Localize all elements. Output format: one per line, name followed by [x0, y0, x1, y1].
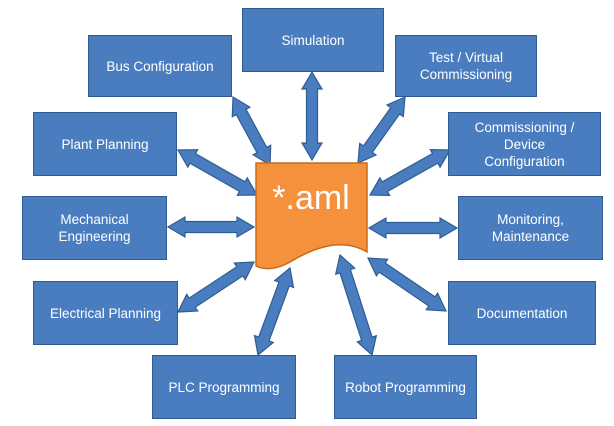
- node-bus-configuration[interactable]: Bus Configuration: [88, 35, 232, 97]
- arrow-monitoring: [367, 216, 459, 240]
- node-electrical-planning[interactable]: Electrical Planning: [33, 281, 178, 345]
- arrow-documentation: [367, 257, 447, 312]
- arrow-simulation: [300, 70, 324, 162]
- node-robot-programming[interactable]: Robot Programming: [334, 355, 477, 419]
- node-test-virtual-commissioning[interactable]: Test / Virtual Commissioning: [395, 35, 537, 97]
- arrow-robot: [334, 253, 378, 357]
- node-plant-planning[interactable]: Plant Planning: [33, 112, 177, 176]
- node-mechanical-engineering[interactable]: Mechanical Engineering: [22, 196, 167, 260]
- node-label: Mechanical Engineering: [58, 212, 131, 244]
- node-simulation[interactable]: Simulation: [242, 8, 384, 72]
- node-commissioning-device-configuration[interactable]: Commissioning / Device Configuration: [448, 112, 601, 176]
- arrow-plc: [253, 266, 295, 357]
- node-label: Electrical Planning: [49, 305, 162, 321]
- node-plc-programming[interactable]: PLC Programming: [152, 355, 296, 419]
- node-label: Test / Virtual Commissioning: [419, 50, 513, 82]
- arrow-mechanical: [166, 215, 256, 239]
- node-monitoring-maintenance[interactable]: Monitoring, Maintenance: [458, 196, 603, 260]
- node-label: Monitoring, Maintenance: [491, 212, 570, 244]
- node-label: PLC Programming: [168, 379, 280, 395]
- node-label: Documentation: [476, 305, 568, 321]
- node-documentation[interactable]: Documentation: [448, 281, 596, 345]
- arrow-commissioning: [368, 148, 452, 197]
- node-label: Bus Configuration: [106, 58, 214, 74]
- node-label: Commissioning / Device Configuration: [474, 119, 575, 169]
- node-label: Plant Planning: [61, 136, 149, 152]
- node-label: Robot Programming: [345, 379, 466, 395]
- node-label: Simulation: [281, 32, 345, 48]
- arrow-electrical: [177, 261, 255, 313]
- aml-file-label: *.aml: [272, 179, 350, 217]
